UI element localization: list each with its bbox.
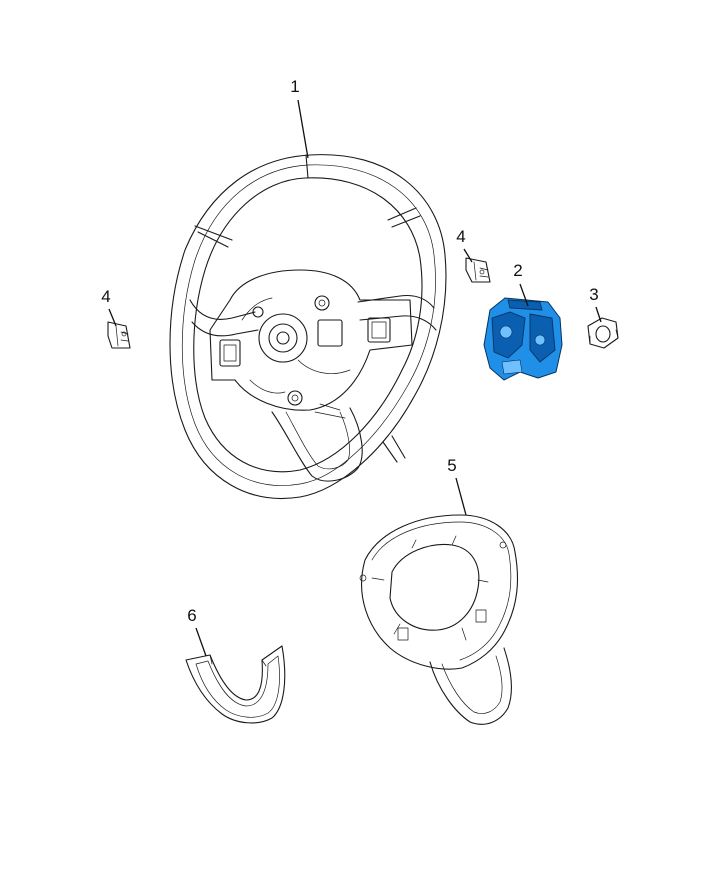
rear-cover-lower-inner (441, 655, 503, 714)
clip-left (107, 321, 131, 349)
rim-segment-right (387, 207, 421, 228)
clip-left-detail (115, 325, 129, 347)
callout-leader (297, 99, 309, 159)
hub-wiring (241, 297, 351, 394)
wheel-rim-inner (193, 177, 423, 473)
hex-nut (587, 317, 619, 349)
rear-cover-lip (371, 521, 512, 661)
spoke-lower-trim (314, 403, 346, 419)
clip-left-screw (121, 331, 127, 337)
rear-cover-hole-left (359, 574, 367, 582)
clip-left-body (107, 321, 131, 349)
callout-leader (463, 248, 473, 263)
switch-module-tab (507, 299, 543, 311)
callout-4-left: 4 (101, 287, 117, 327)
rear-cover-ribs (371, 535, 489, 641)
switch-module-knob-b (534, 334, 546, 346)
wheel-rim-contour (181, 164, 436, 486)
wheel-rim-outer (169, 154, 447, 499)
callout-number: 3 (589, 285, 598, 304)
lower-bezel (185, 645, 286, 724)
hub-body (209, 269, 413, 411)
spoke-left (189, 299, 259, 337)
switch-module-knob-a (499, 325, 513, 339)
callout-number: 6 (187, 606, 196, 625)
clip-right-detail (473, 261, 489, 281)
callout-leader (595, 306, 602, 323)
hub-bolt-left (252, 306, 264, 318)
steering-wheel (169, 154, 447, 499)
callout-5: 5 (447, 456, 467, 516)
hub-switch-left-face (223, 344, 237, 362)
bezel-inner (195, 655, 280, 718)
callout-2: 2 (513, 261, 529, 307)
callout-6: 6 (187, 606, 207, 657)
clip-right-screw (479, 269, 485, 275)
spoke-lower-inner (285, 411, 350, 470)
callout-number: 4 (456, 227, 465, 246)
hub-switch-right-a (317, 319, 343, 347)
callout-3: 3 (589, 285, 602, 323)
callout-leader (455, 477, 467, 516)
rear-cover-outer (361, 514, 519, 670)
rear-cover-hole-right (499, 541, 507, 549)
callout-leader (519, 283, 529, 307)
hub-bolt-upper-inner (318, 299, 326, 307)
clip-right (465, 257, 491, 283)
callout-1: 1 (290, 77, 309, 159)
hub-switch-right-b (367, 317, 391, 343)
callout-number: 5 (447, 456, 456, 475)
hub-switch-right-b-face (371, 321, 387, 339)
callout-leader (195, 627, 207, 657)
rear-cover-tab-b (475, 609, 487, 623)
rear-cover-lower (429, 647, 513, 725)
hub-center-bolt (276, 331, 290, 345)
rear-cover-opening (389, 543, 480, 631)
clip-right-body (465, 257, 491, 283)
rear-cover (359, 514, 519, 725)
callout-4-right: 4 (456, 227, 473, 263)
callout-number: 1 (290, 77, 299, 96)
bezel-edge (209, 654, 267, 667)
highlighted-switch-module (483, 297, 563, 381)
rim-segment-top (305, 154, 309, 179)
callout-leader (108, 308, 117, 327)
rim-segment-left (194, 225, 233, 248)
bezel-outer (185, 645, 286, 724)
nut-edge (589, 329, 619, 345)
hub-bolt-upper (314, 295, 330, 311)
callout-number: 4 (101, 287, 110, 306)
nut-outline (587, 317, 619, 349)
hub-center-ring (258, 313, 308, 363)
hub-switch-left (219, 339, 241, 367)
spoke-right (357, 294, 437, 331)
spoke-lower (271, 407, 363, 482)
rear-cover-tab-a (397, 627, 409, 641)
rim-segment-bottom (382, 435, 406, 463)
hub-center-inner (268, 323, 298, 353)
nut-hole (595, 325, 611, 343)
switch-module-connector (501, 359, 523, 375)
hub-bolt-lower (287, 390, 303, 406)
callout-number: 2 (513, 261, 522, 280)
hub-bolt-lower-inner (291, 394, 299, 402)
